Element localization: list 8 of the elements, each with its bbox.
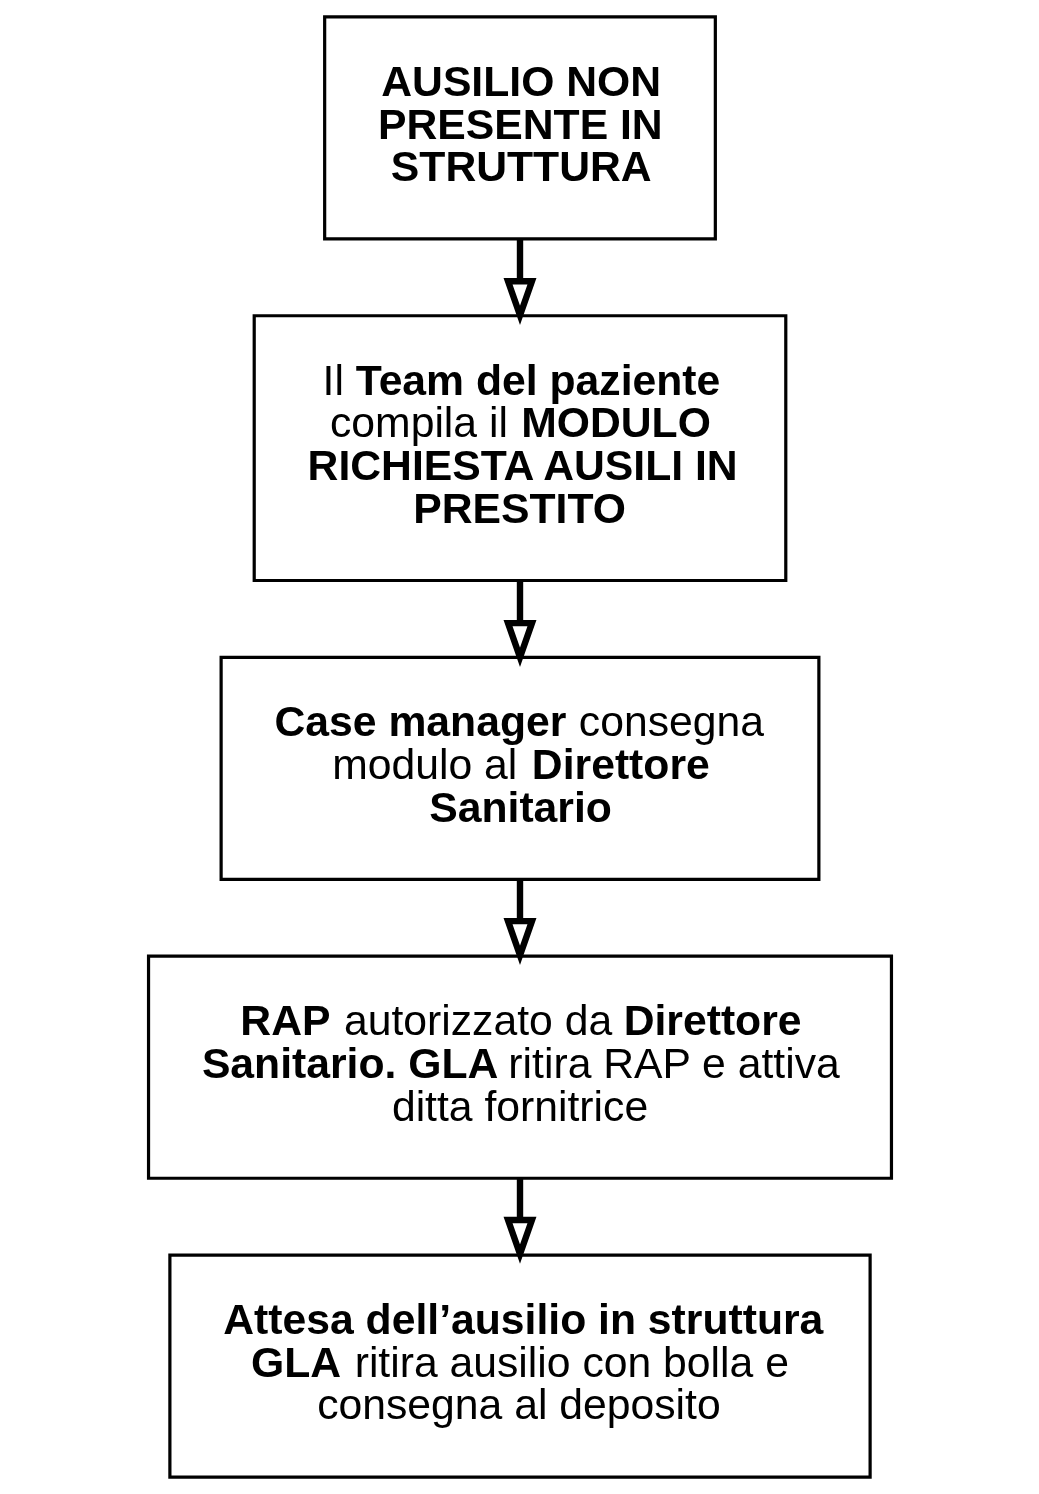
node-box: Attesa dell’ausilio in struttura GLA ritira ausilio con bolla e consegna al deposito (167, 1253, 872, 1479)
node-box: RAP autorizzato da Direttore Sanitario. GLA ritira RAP e attiva ditta fornitrice (146, 954, 893, 1180)
node-box: AUSILIO NON PRESENTE IN STRUTTURA (322, 15, 717, 241)
arrow (503, 580, 536, 667)
arrow (503, 880, 536, 965)
node-box: Il Team del paziente compila il MODULO RICHIESTA AUSILI IN PRESTITO (252, 314, 787, 583)
node-box: Case manager consegna modulo al Direttore Sanitario (219, 655, 820, 881)
arrow (503, 239, 536, 326)
